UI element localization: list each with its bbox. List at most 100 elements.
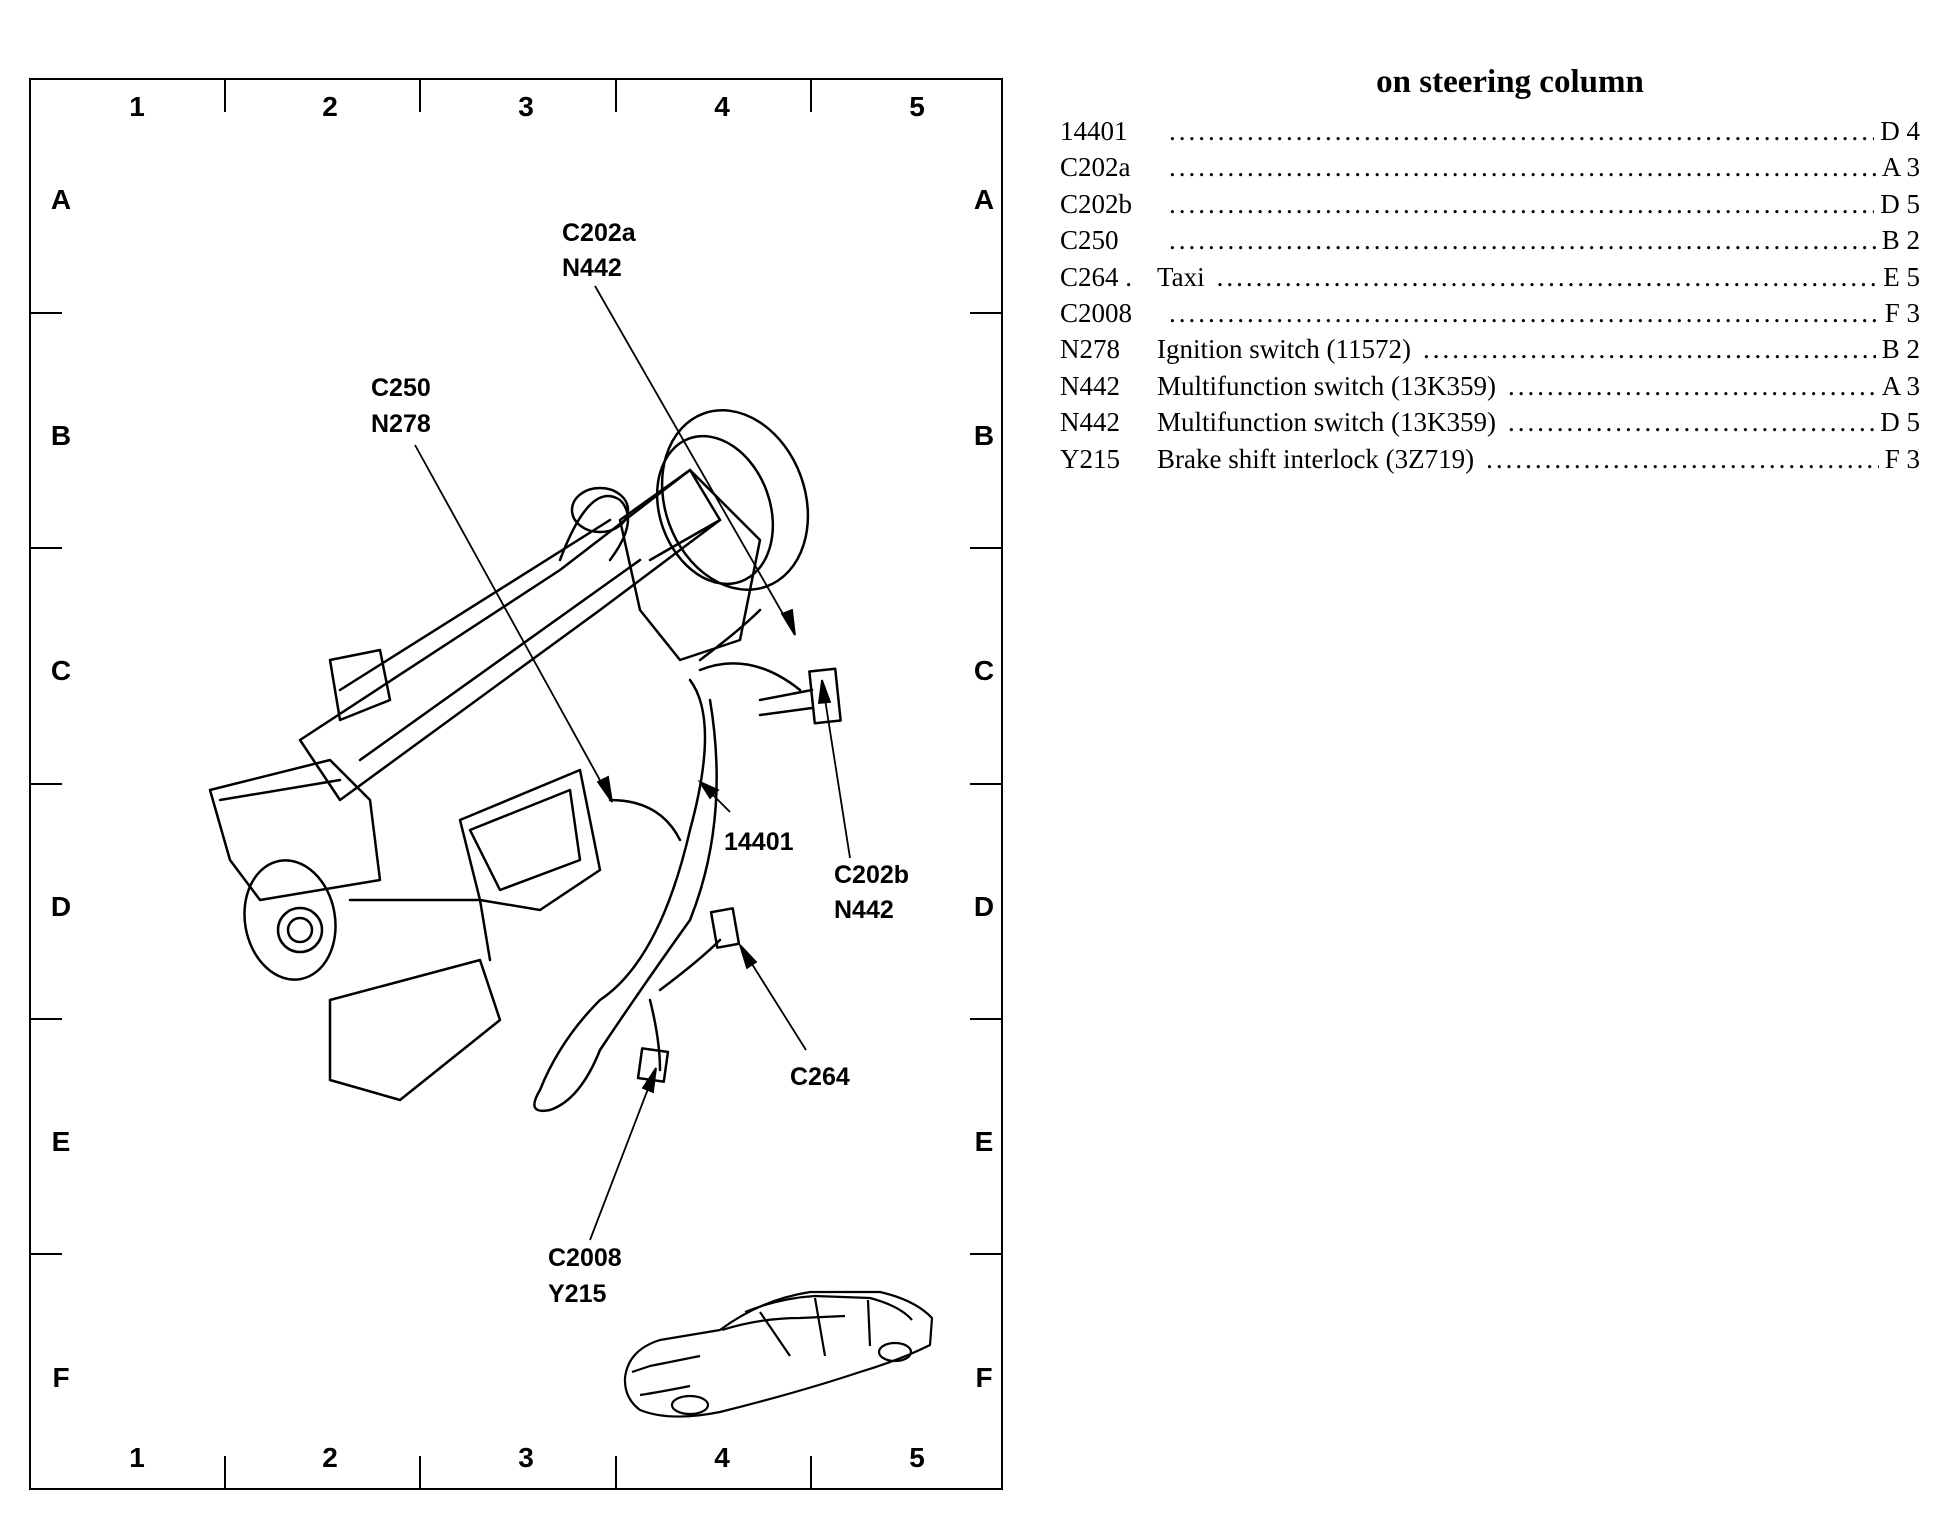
leader-c2008 (589, 1067, 657, 1241)
row-label: E (52, 1126, 71, 1157)
callout-c202a-code: C202a (562, 219, 637, 247)
column-label: 1 (129, 91, 145, 122)
row-ticks-left (30, 312, 62, 1255)
row-labels-right: A B C D E F (974, 184, 994, 1393)
legend-row: C264 . Taxi E 5 (1060, 259, 1920, 295)
column-label: 5 (909, 1442, 925, 1473)
leader-dots (1165, 186, 1874, 222)
arrowhead-icon (596, 775, 613, 803)
leader-dots (1165, 222, 1876, 258)
legend-code: C202b (1060, 188, 1133, 219)
legend-code: N442 (1060, 407, 1120, 438)
callout-14401-code: 14401 (724, 828, 794, 856)
column-ticks-bottom (224, 1456, 812, 1489)
leader-c202b (821, 679, 851, 859)
callout-c264-code: C264 (790, 1063, 850, 1091)
location-figure: 1 2 3 4 5 1 2 3 4 5 A B C D E F A B C D (29, 78, 1003, 1490)
sedan-body-icon (623, 1290, 934, 1418)
leader-dots (1165, 113, 1874, 149)
leader-dots (1165, 149, 1876, 185)
arrowhead-icon (697, 779, 720, 800)
leader-dots (1504, 368, 1876, 404)
legend-grid-location: B 2 (1881, 334, 1920, 365)
leader-dots (1504, 404, 1874, 440)
column-label: 3 (518, 91, 534, 122)
column-label: 2 (322, 91, 338, 122)
column-labels-top: 1 2 3 4 5 (129, 91, 925, 122)
arrowhead-icon (739, 944, 758, 970)
legend-code: Y215 (1060, 443, 1120, 474)
row-label: D (974, 891, 994, 922)
column-label: 5 (909, 91, 925, 122)
row-label: D (51, 891, 71, 922)
leader-lines (414, 285, 851, 1241)
leader-c250 (414, 444, 613, 803)
arrowhead-icon (641, 1067, 657, 1094)
callout-c202b-code: C202b (834, 861, 909, 889)
row-ticks-right (970, 312, 1002, 1255)
row-label: E (975, 1126, 994, 1157)
legend-code: 14401 (1060, 116, 1128, 146)
column-label: 1 (129, 1442, 145, 1473)
legend-row: N278 Ignition switch (11572) B 2 (1060, 331, 1920, 367)
callout-c250-code: C250 (371, 374, 431, 402)
column-label: 4 (714, 91, 730, 122)
row-label: B (51, 420, 71, 451)
row-label: B (974, 420, 994, 451)
legend-code: C202a (1060, 152, 1131, 183)
legend-description: Multifunction switch (13K359) (1157, 407, 1496, 438)
legend-grid-location: B 2 (1881, 225, 1920, 256)
legend-row: C202a A 3 (1060, 149, 1920, 185)
leader-c202a (594, 285, 796, 636)
row-label: F (52, 1362, 69, 1393)
legend-row: C250 B 2 (1060, 222, 1920, 258)
legend-grid-location: D 5 (1880, 188, 1920, 219)
column-label: 4 (714, 1442, 730, 1473)
legend-description: Brake shift interlock (3Z719) (1157, 443, 1475, 474)
legend-list: 14401 D 4 C202a A 3 C202b D 5 C250 B 2 C264 . Tax… (1060, 113, 1920, 477)
legend-grid-location: A 3 (1881, 370, 1920, 401)
row-label: A (51, 184, 71, 215)
arrowhead-icon (780, 608, 796, 636)
legend-row: C202b D 5 (1060, 186, 1920, 222)
column-ticks-top (224, 79, 812, 112)
legend-code: C2008 (1060, 298, 1133, 329)
leader-dots (1165, 295, 1879, 331)
legend-code: N278 (1060, 334, 1120, 365)
legend-grid-location: E 5 (1883, 261, 1920, 292)
row-label: A (974, 184, 994, 215)
legend-grid-location: D 5 (1880, 407, 1920, 438)
legend-description: Taxi (1157, 261, 1205, 292)
legend-code: C264 . (1060, 261, 1133, 292)
legend-row: C2008 F 3 (1060, 295, 1920, 331)
callout-c2008-sub: Y215 (548, 1280, 606, 1308)
callout-c250-sub: N278 (371, 410, 431, 438)
leader-dots (1419, 331, 1876, 367)
row-label: F (975, 1362, 992, 1393)
legend-row: N442 Multifunction switch (13K359) D 5 (1060, 404, 1920, 440)
legend-row: N442 Multifunction switch (13K359) A 3 (1060, 368, 1920, 404)
column-label: 2 (322, 1442, 338, 1473)
legend-code: C250 (1060, 225, 1119, 256)
callout-c2008-code: C2008 (548, 1244, 622, 1272)
legend-row: 14401 D 4 (1060, 113, 1920, 149)
callout-c202a-sub: N442 (562, 254, 622, 282)
row-label: C (51, 655, 71, 686)
legend-description: Multifunction switch (13K359) (1157, 370, 1496, 401)
column-labels-bottom: 1 2 3 4 5 (129, 1442, 925, 1473)
legend-grid-location: A 3 (1881, 152, 1920, 183)
legend-row: Y215 Brake shift interlock (3Z719) F 3 (1060, 441, 1920, 477)
arrowhead-icon (817, 679, 832, 704)
legend-code: N442 (1060, 370, 1120, 401)
figure-svg: 1 2 3 4 5 1 2 3 4 5 A B C D E F A B C D (29, 78, 1003, 1490)
component-location-legend: on steering column 14401D 4C202aA 3C202b… (1060, 64, 1920, 477)
legend-grid-location: D 4 (1880, 116, 1920, 146)
callout-labels: C202a N442 C250 N278 14401 C202b N442 C2… (371, 219, 909, 1308)
legend-title: on steering column (1376, 64, 1644, 100)
leader-dots (1482, 441, 1879, 477)
legend-grid-location: F 3 (1884, 298, 1920, 329)
legend-grid-location: F 3 (1884, 443, 1920, 474)
leader-dots (1213, 259, 1878, 295)
legend-description: Ignition switch (11572) (1157, 334, 1411, 365)
grid-frame (29, 78, 1003, 1490)
